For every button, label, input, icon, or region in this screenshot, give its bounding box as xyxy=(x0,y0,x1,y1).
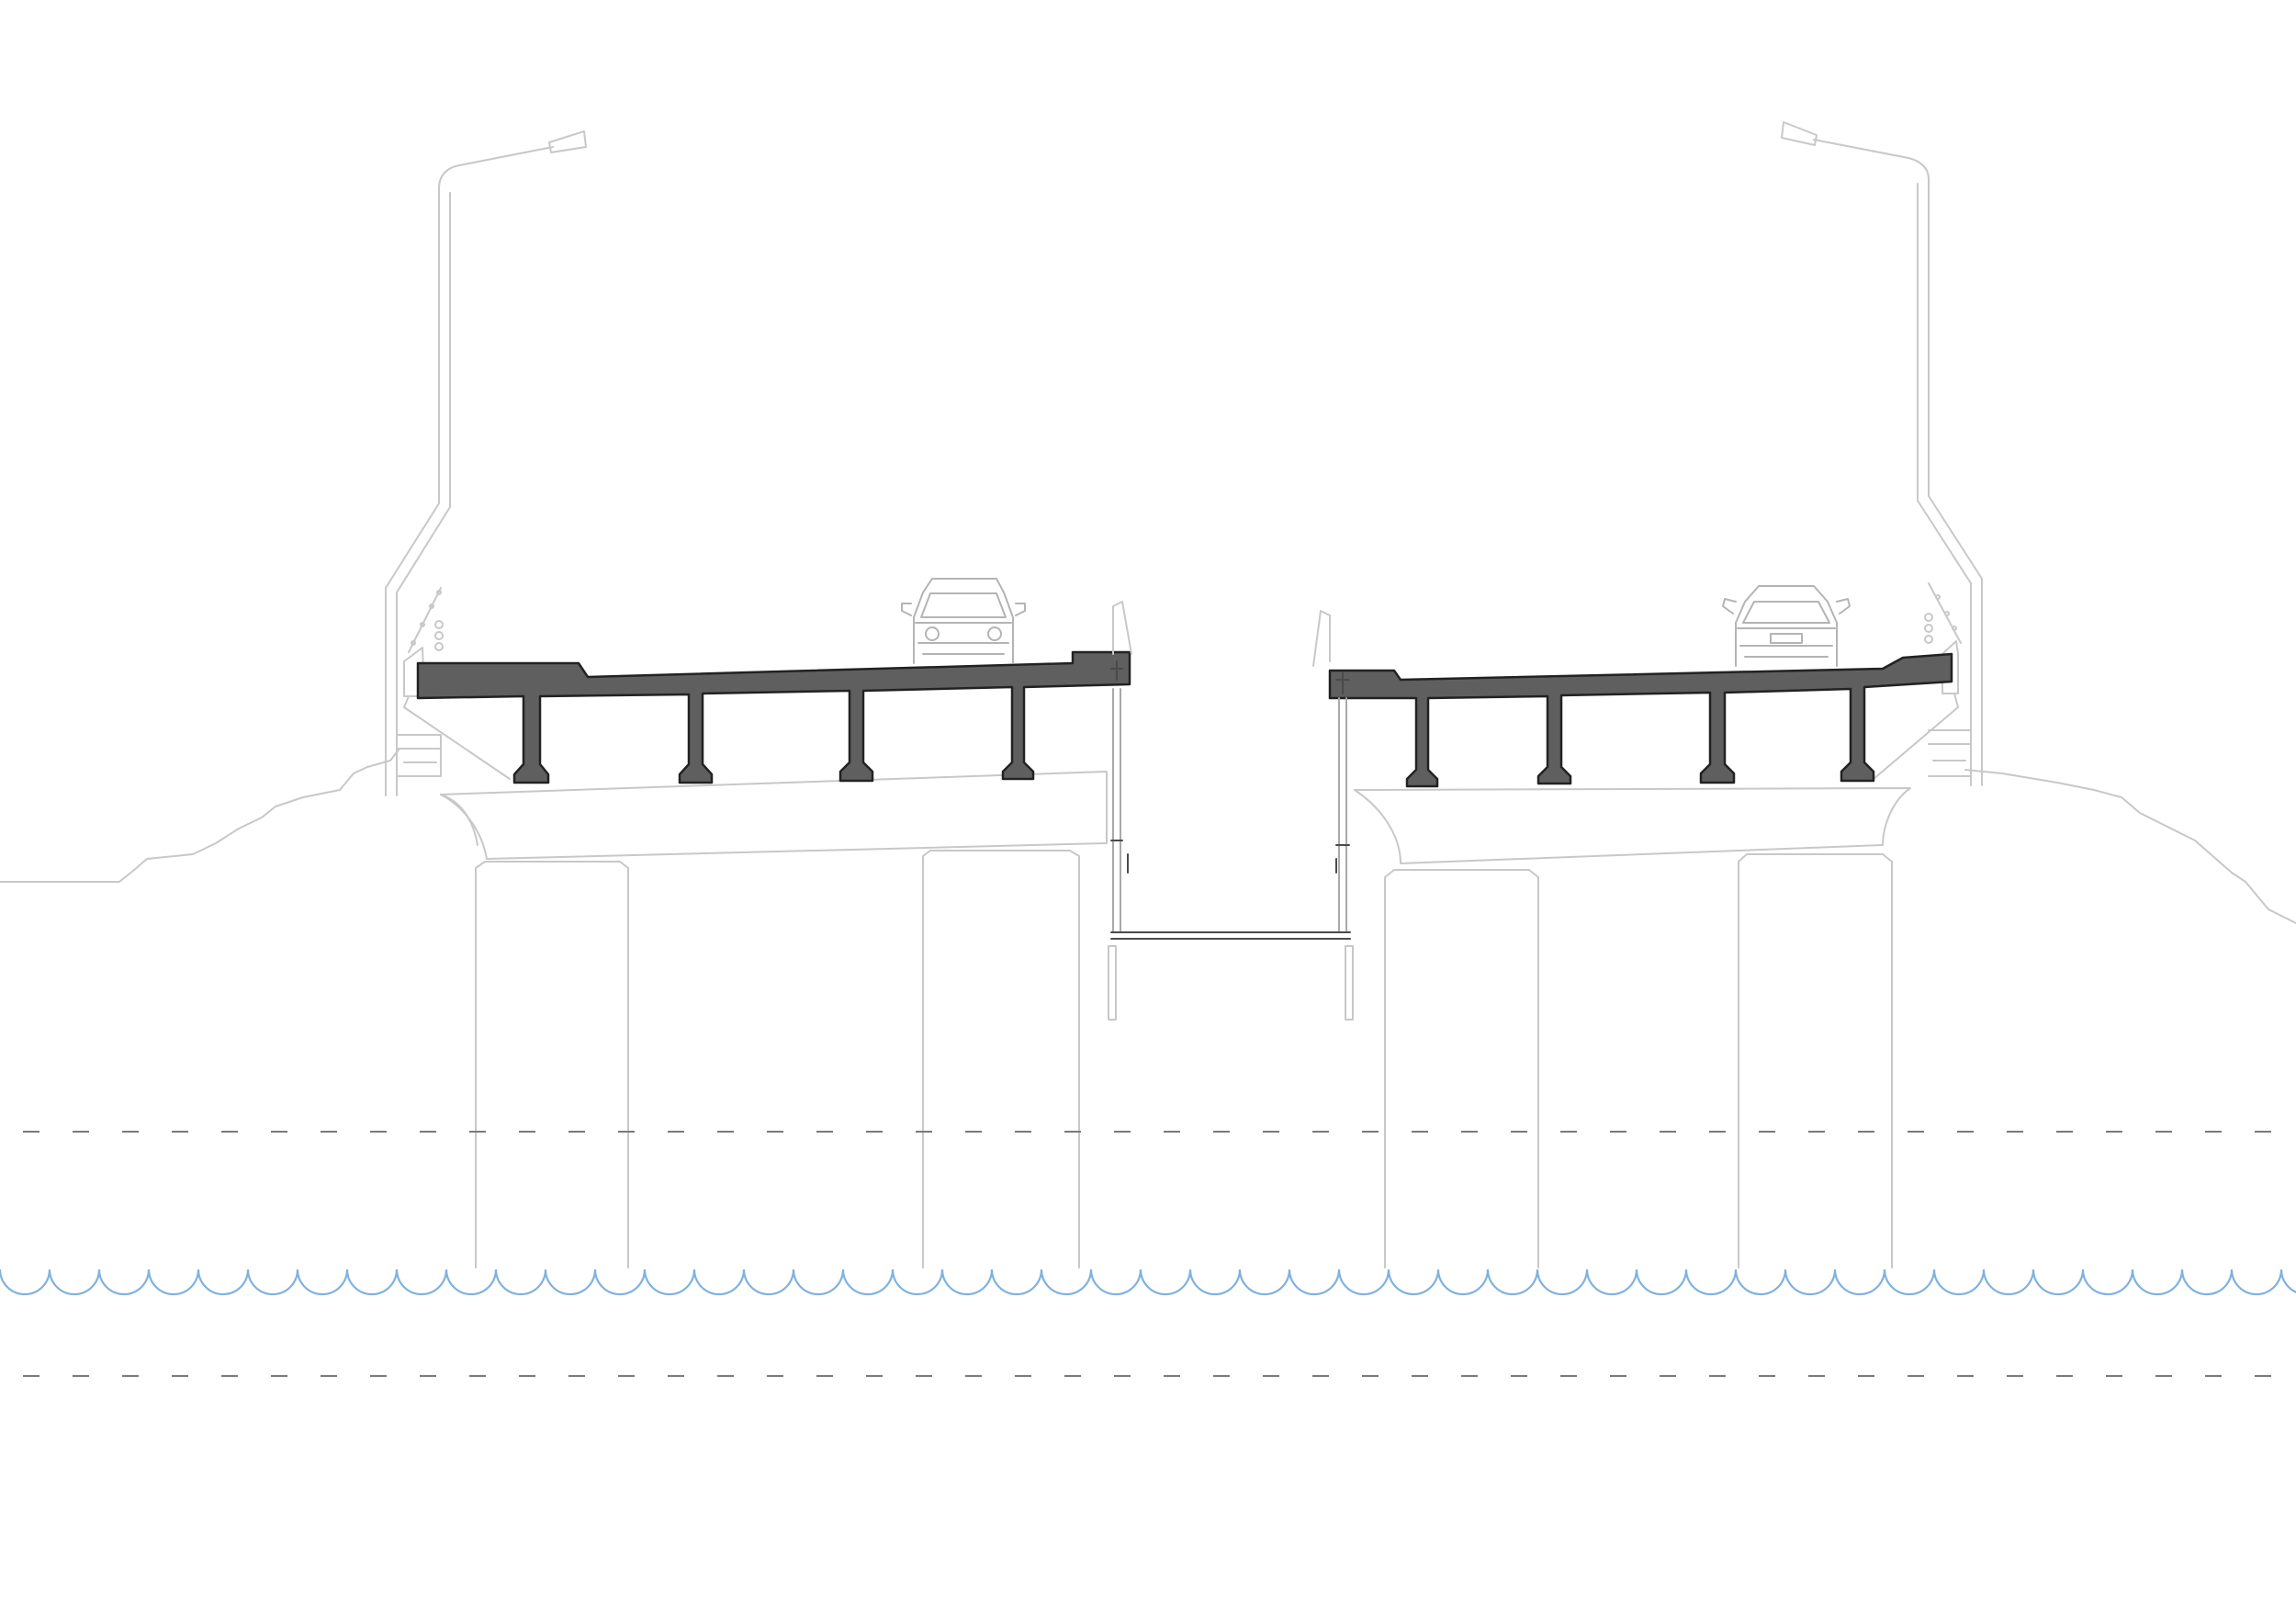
right-embankment xyxy=(1964,769,2296,924)
left-pier-cap xyxy=(440,771,1108,860)
left-pier-1 xyxy=(475,861,629,1269)
walkway-right-post xyxy=(1345,945,1354,1021)
right-edge-details xyxy=(1873,582,1972,780)
right-railing-posts xyxy=(1924,582,1962,644)
left-substructure xyxy=(440,771,1108,1269)
right-pier-cap xyxy=(1354,787,1911,864)
left-edge-slope xyxy=(403,695,511,780)
left-bridge-deck xyxy=(416,650,1131,784)
right-pier-2 xyxy=(1738,853,1893,1269)
left-lamp-head xyxy=(548,130,587,153)
right-edge-bracket xyxy=(1928,729,1972,777)
left-inner-hanger xyxy=(1112,688,1121,933)
right-inner-barrier xyxy=(1312,610,1331,667)
right-car xyxy=(1722,585,1851,667)
left-deck-slab xyxy=(416,650,1131,784)
left-railing-posts xyxy=(408,587,444,653)
terrain xyxy=(0,748,2296,924)
walkway-deck xyxy=(1110,931,1351,940)
left-car xyxy=(901,578,1026,664)
left-lamp-post xyxy=(385,146,554,796)
left-hanger-bolts xyxy=(1110,660,1129,874)
left-embankment xyxy=(0,748,400,883)
left-edge-details xyxy=(396,587,511,780)
water-surface xyxy=(0,1269,2296,1296)
right-pier-1 xyxy=(1384,869,1539,1269)
right-deck-slab xyxy=(1328,652,1953,788)
left-inner-barrier xyxy=(1112,601,1132,655)
lamp-posts xyxy=(385,121,1983,796)
right-lamp-head xyxy=(1781,121,1818,146)
left-lamp-post-inner xyxy=(396,192,451,796)
left-abutment-curve xyxy=(440,794,478,846)
right-hanger-bolts xyxy=(1335,671,1350,874)
right-substructure xyxy=(1354,787,1911,1269)
right-barrier xyxy=(1941,640,1959,694)
right-lamp-post xyxy=(1813,139,1983,786)
center-walkway xyxy=(1108,601,1354,1021)
right-edge-slope xyxy=(1873,693,1959,780)
left-pier-2 xyxy=(922,850,1080,1269)
water xyxy=(0,1131,2296,1377)
left-edge-bracket xyxy=(396,734,442,777)
walkway-left-post xyxy=(1108,945,1117,1021)
right-lamp-post-inner xyxy=(1917,183,1972,786)
right-inner-hanger xyxy=(1338,697,1347,933)
right-bridge-deck xyxy=(1328,652,1953,788)
